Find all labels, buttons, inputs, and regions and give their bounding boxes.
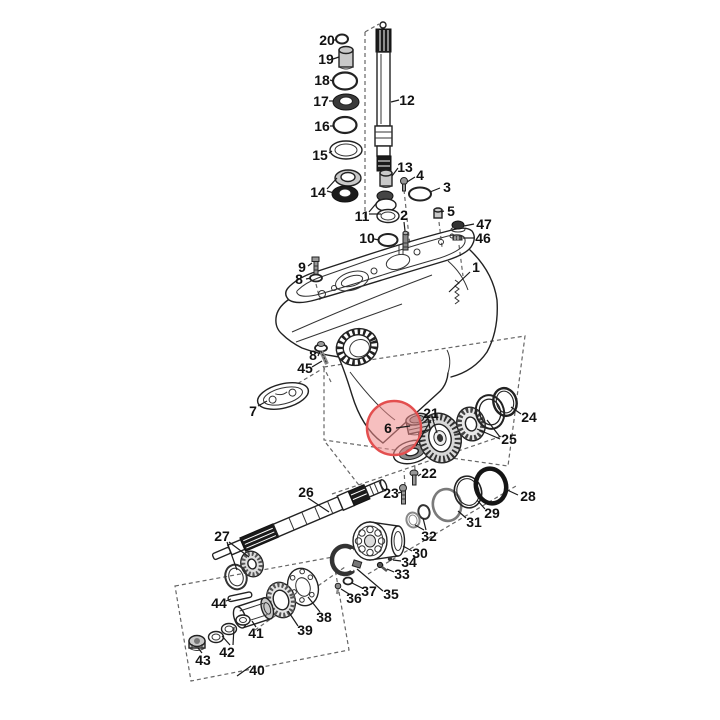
part-14-bearings — [331, 169, 362, 203]
part-label-7: 7 — [249, 403, 257, 419]
part-label-8a: 8 — [295, 271, 303, 287]
part-label-13: 13 — [397, 159, 413, 175]
driveshaft-part-12 — [374, 21, 393, 172]
part-15-ring — [329, 140, 363, 160]
part-label-10: 10 — [359, 230, 375, 246]
part-label-35: 35 — [383, 586, 399, 602]
part-34-pin — [387, 556, 393, 562]
part-label-15: 15 — [312, 147, 328, 163]
torpedo-bore — [335, 327, 379, 367]
part-21-gear — [418, 412, 462, 464]
part-label-39: 39 — [297, 622, 313, 638]
part-33-screw — [376, 561, 388, 573]
part-3-oring — [408, 186, 432, 202]
part-43-nut — [188, 634, 206, 651]
part-label-18: 18 — [314, 72, 330, 88]
part-label-28: 28 — [520, 488, 536, 504]
part-label-31: 31 — [466, 514, 482, 530]
part-18-oring — [331, 71, 359, 91]
part-label-36: 36 — [346, 590, 362, 606]
part-label-17: 17 — [313, 93, 329, 109]
part-label-9: 9 — [298, 259, 306, 275]
part-label-32: 32 — [421, 528, 437, 544]
prop-hardware-dashed-box — [174, 556, 350, 682]
part-label-33: 33 — [394, 566, 410, 582]
part-label-37: 37 — [361, 583, 377, 599]
gear-cluster-dashed-box — [323, 335, 526, 467]
part-2-stud — [402, 230, 409, 251]
part-labels: 20 19 18 17 16 15 14 12 13 4 3 5 11 2 10… — [195, 32, 537, 678]
part-27-bearing-seal — [224, 550, 264, 591]
part-25-bearing-set — [456, 394, 506, 442]
part-label-34: 34 — [401, 554, 417, 570]
part-label-19: 19 — [318, 51, 334, 67]
part-17-seal — [332, 93, 360, 111]
part-label-23: 23 — [383, 485, 399, 501]
part-46-screw — [452, 235, 463, 241]
part-label-21: 21 — [423, 405, 439, 421]
part-24-oring — [492, 386, 518, 418]
part-19-bushing — [338, 45, 354, 70]
part-35-retainer-clip — [329, 543, 363, 577]
part-label-5: 5 — [447, 203, 455, 219]
part-31-gasket-ring — [431, 487, 463, 523]
part-label-14: 14 — [310, 184, 326, 200]
part-label-2: 2 — [400, 207, 408, 223]
part-23-bolt — [399, 484, 407, 505]
part-label-44: 44 — [211, 595, 227, 611]
group-boundary-lines — [174, 23, 526, 682]
part-16-oring — [332, 115, 358, 135]
part-label-30: 30 — [412, 545, 428, 561]
part-label-12: 12 — [399, 92, 415, 108]
part-37-washer — [342, 576, 354, 586]
part-11-bearing-set — [375, 190, 400, 224]
part-label-29: 29 — [484, 505, 500, 521]
part-8a-washer — [309, 273, 323, 283]
part-label-20: 20 — [319, 32, 335, 48]
part-label-40: 40 — [249, 662, 265, 678]
part-9-bolt — [311, 256, 320, 275]
part-label-47: 47 — [476, 216, 492, 232]
part-label-3: 3 — [443, 179, 451, 195]
part-label-27: 27 — [214, 528, 230, 544]
part-label-1: 1 — [472, 259, 480, 275]
part-47-fitting — [450, 220, 466, 233]
part-22-screw — [409, 469, 419, 486]
part-7-anode-plate — [256, 382, 310, 410]
part-label-42: 42 — [219, 644, 235, 660]
part-28-oring — [473, 466, 509, 506]
part-label-6: 6 — [384, 420, 392, 436]
part-10-oring — [377, 233, 399, 247]
part-label-8b: 8 — [309, 347, 317, 363]
part-label-22: 22 — [421, 465, 437, 481]
part-label-24: 24 — [521, 409, 537, 425]
part-label-41: 41 — [248, 625, 264, 641]
highlight-part-6[interactable] — [365, 399, 423, 457]
part-label-46: 46 — [475, 230, 491, 246]
part-36-screw — [334, 582, 342, 595]
part-label-43: 43 — [195, 652, 211, 668]
part-13-bushing — [379, 169, 393, 188]
part-8b-washer-45-bolt — [314, 341, 329, 365]
part-4-screw — [400, 177, 408, 192]
part-label-38: 38 — [316, 609, 332, 625]
part-32-rings — [405, 504, 431, 529]
leader-lines — [197, 39, 522, 677]
part-5-plug — [433, 207, 443, 219]
part-label-16: 16 — [314, 118, 330, 134]
part-label-45: 45 — [297, 360, 313, 376]
part-20-oring — [335, 33, 349, 45]
part-label-26: 26 — [298, 484, 314, 500]
part-44-pin — [227, 591, 253, 603]
part-label-11: 11 — [355, 208, 370, 224]
part-label-25: 25 — [501, 431, 517, 447]
part-label-4: 4 — [416, 167, 424, 183]
part-30-bearing-carrier — [352, 521, 406, 561]
part-26-propshaft — [211, 478, 388, 561]
part-42-washers — [207, 614, 251, 644]
